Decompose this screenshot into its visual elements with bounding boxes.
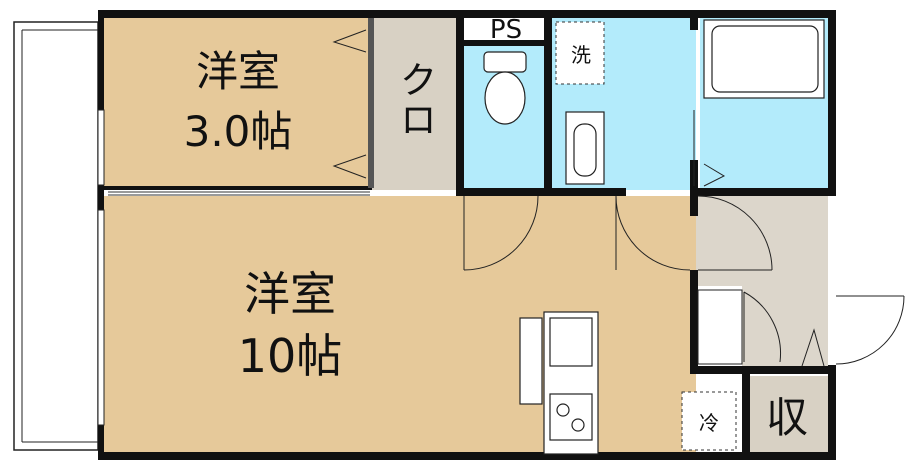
fridge-spot (681, 391, 737, 451)
stove-icon (556, 403, 585, 432)
shoe-cabinet-mark (801, 328, 825, 367)
large-room-name: 洋室 (244, 267, 336, 321)
western-room-small-floor (104, 16, 372, 190)
bath-door-mark (703, 163, 726, 187)
closet-floor (372, 16, 458, 190)
storage-floor (746, 376, 828, 454)
window-upper (97, 109, 105, 186)
washbasin-icon (565, 111, 605, 185)
kitchen-counter (519, 311, 599, 455)
fridge-label: 冷 (699, 411, 719, 435)
small-room-name: 洋室 (196, 47, 280, 96)
closet-partition (368, 18, 374, 188)
closet-label: クロ (393, 60, 437, 140)
storage-label: 収 (766, 393, 808, 442)
closet-door-mark (332, 29, 367, 53)
toilet-icon (483, 51, 527, 125)
window-lower (97, 209, 105, 426)
door-arcs (463, 195, 905, 365)
western-room-large-floor (104, 196, 696, 454)
bathtub-icon (703, 19, 825, 99)
washer-label: 洗 (571, 43, 591, 67)
walls (98, 10, 836, 460)
pipe-space (464, 14, 548, 42)
balcony (13, 21, 99, 451)
entry-floor (696, 196, 828, 286)
shoe-area-floor (742, 286, 828, 370)
shoe-cabinet (697, 289, 743, 365)
pipe-space-label: PS (490, 15, 522, 45)
small-room-size: 3.0帖 (184, 107, 293, 156)
closet-door-mark (332, 154, 367, 179)
washer-spot (555, 21, 605, 85)
large-room-size: 10帖 (238, 329, 343, 383)
